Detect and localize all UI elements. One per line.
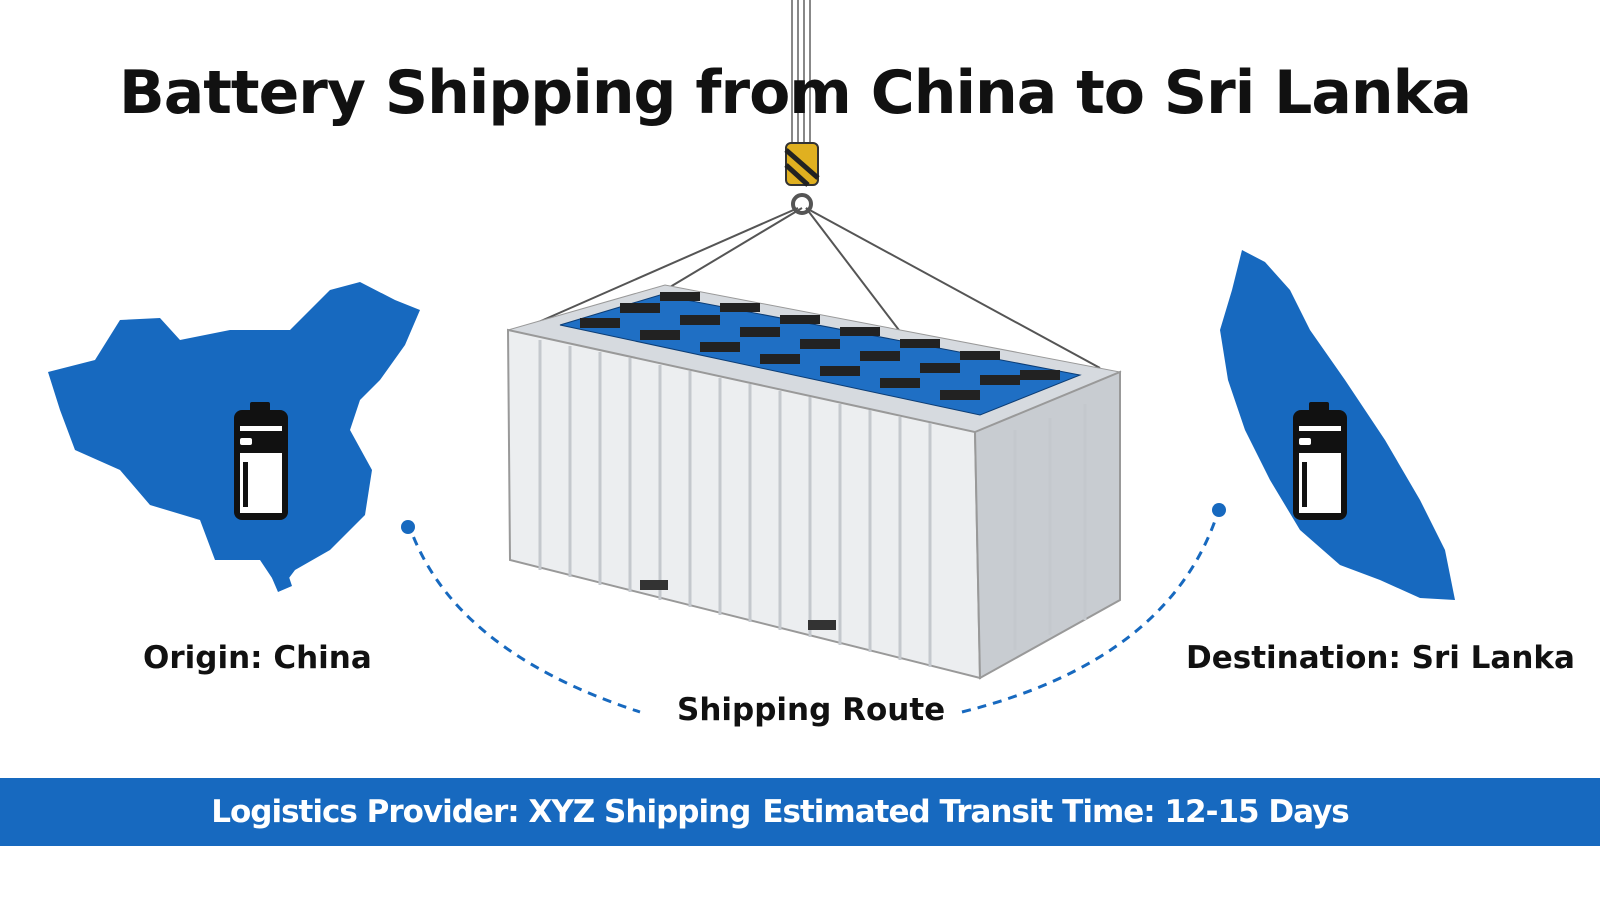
hainan-island — [272, 574, 292, 592]
crane-hook-icon — [784, 142, 820, 215]
logistics-provider: Logistics Provider: XYZ Shipping — [211, 794, 751, 830]
transit-time: Estimated Transit Time: 12-15 Days — [762, 794, 1349, 830]
battery-modules — [559, 292, 1082, 416]
battery-icon — [1293, 402, 1347, 520]
destination-label: Destination: Sri Lanka — [1186, 640, 1575, 676]
route-start-dot — [401, 520, 415, 534]
battery-icon — [234, 402, 288, 520]
shipping-route-line — [406, 511, 1220, 714]
origin-label: Origin: China — [143, 640, 372, 676]
info-banner: Logistics Provider: XYZ Shipping Estimat… — [0, 778, 1600, 846]
page-title: Battery Shipping from China to Sri Lanka — [119, 58, 1472, 128]
route-label: Shipping Route — [677, 692, 946, 728]
crane-cables — [791, 0, 811, 145]
route-end-dot — [1212, 503, 1226, 517]
